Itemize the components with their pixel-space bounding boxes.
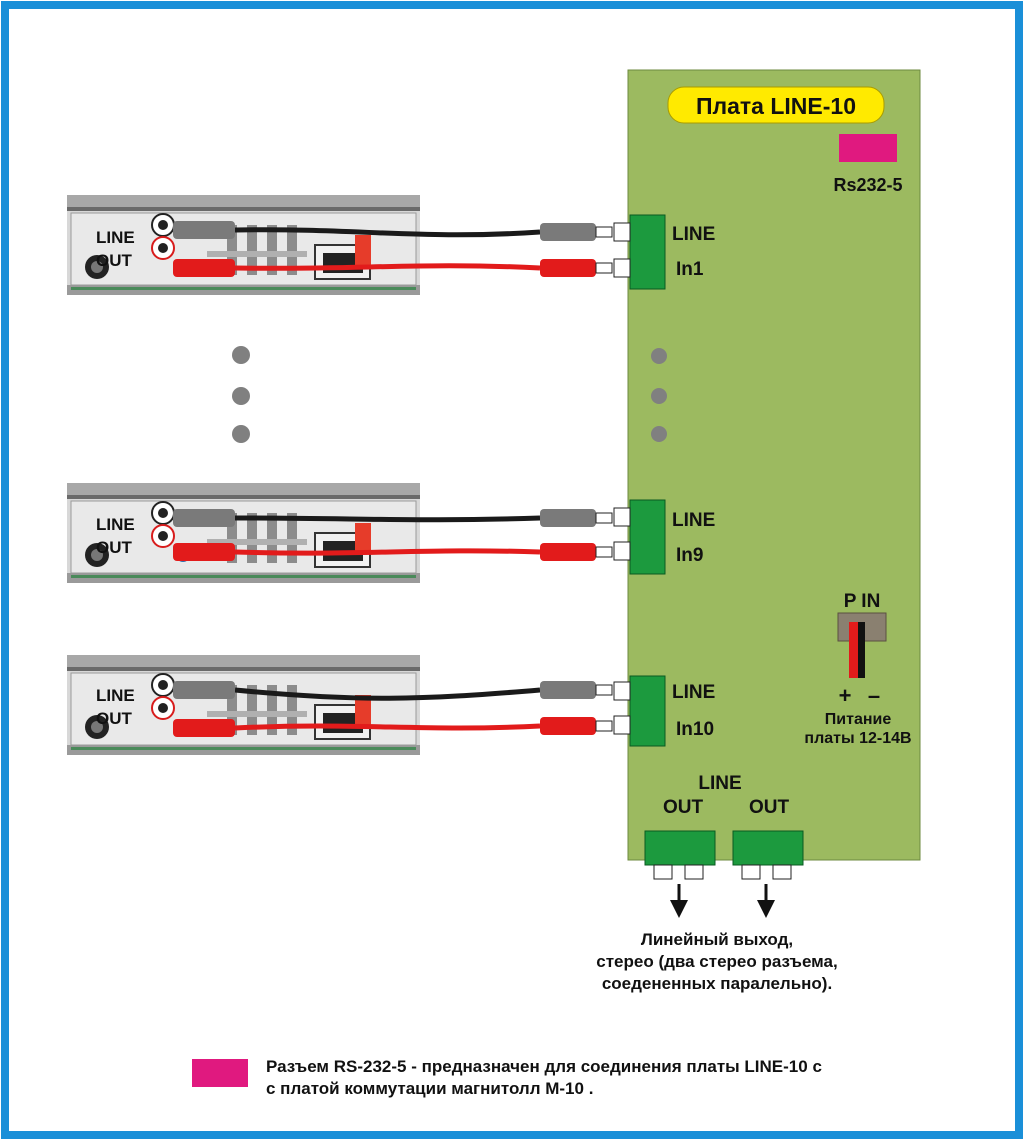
power-title: P IN (844, 591, 881, 612)
radio-2-line-label: LINE (96, 515, 135, 534)
output-connector-left (644, 830, 716, 880)
power-connector (837, 612, 887, 678)
output-caption-3: соедененных паралельно). (602, 974, 832, 993)
radio-2-out-label: OUT (96, 538, 133, 557)
input-connector-in10 (613, 675, 666, 747)
input-connector-in9 (613, 499, 666, 575)
board-title-badge (667, 86, 885, 124)
outputs-line-label: LINE (698, 773, 741, 794)
output-connector-right (732, 830, 804, 880)
input-connector-in1 (613, 214, 666, 290)
power-minus-sign: – (868, 683, 880, 708)
output-caption-1: Линейный выход, (641, 930, 793, 949)
legend-line-2: с платой коммутации магнитолл М-10 . (266, 1079, 593, 1098)
input-9-in-label: In9 (676, 545, 703, 566)
arrow-down-icon (670, 884, 688, 918)
line10-board (627, 69, 921, 861)
legend-swatch (192, 1059, 248, 1087)
cable-set-3 (173, 681, 613, 737)
radio-1-out-label: OUT (96, 251, 133, 270)
legend-line-1: Разъем RS-232-5 - предназначен для соеди… (266, 1057, 822, 1076)
cable-set-1 (173, 221, 613, 277)
rs232-connector (839, 134, 897, 162)
arrow-down-icon (757, 884, 775, 918)
output-right-label: OUT (749, 797, 790, 818)
input-9-line-label: LINE (672, 510, 715, 531)
power-caption-2: платы 12-14В (804, 730, 911, 747)
board-title: Плата LINE-10 (696, 93, 856, 119)
cable-set-2 (173, 509, 613, 561)
radio-1-line-label: LINE (96, 228, 135, 247)
input-10-in-label: In10 (676, 719, 714, 740)
radio-3-line-label: LINE (96, 686, 135, 705)
power-plus-sign: + (839, 683, 852, 708)
rs232-label: Rs232-5 (833, 175, 902, 195)
ellipsis-dots-board (651, 348, 667, 442)
output-caption-2: стерео (два стерео разъема, (596, 952, 837, 971)
radio-3-out-label: OUT (96, 709, 133, 728)
power-caption-1: Питание (825, 711, 892, 728)
input-1-in-label: In1 (676, 259, 704, 280)
output-left-label: OUT (663, 797, 704, 818)
radio-unit-3 (66, 654, 421, 756)
input-1-line-label: LINE (672, 224, 715, 245)
ellipsis-dots-left (232, 346, 250, 443)
input-10-line-label: LINE (672, 682, 715, 703)
